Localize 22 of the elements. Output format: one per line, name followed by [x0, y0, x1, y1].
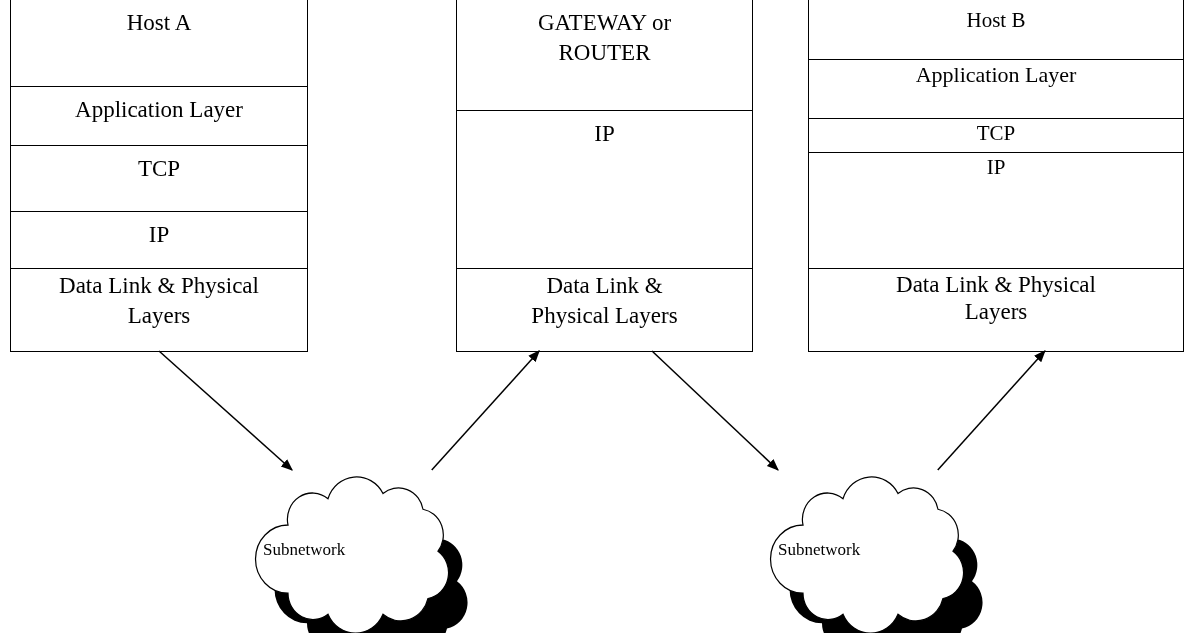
stack-box	[10, 0, 308, 352]
cloud-label: Subnetwork	[263, 540, 346, 560]
layer-label: Data Link & Physical Layers	[895, 271, 1097, 325]
layer-label: TCP	[137, 155, 181, 183]
layer-label: Data Link & Physical Layers	[58, 272, 260, 330]
arrow	[158, 350, 293, 471]
layer-label: Host A	[126, 9, 192, 37]
cloud-label: Subnetwork	[778, 540, 861, 560]
layer-label: Application Layer	[75, 96, 243, 124]
layer-label: IP	[148, 221, 170, 249]
layer-label: Application Layer	[915, 62, 1077, 88]
layer-label: TCP	[976, 121, 1016, 146]
layer-label: IP	[594, 120, 615, 148]
arrow	[937, 350, 1046, 471]
stack-box	[808, 0, 1184, 352]
stack-box	[456, 0, 753, 352]
arrow	[431, 350, 540, 471]
layer-label: GATEWAY or ROUTER	[536, 9, 673, 67]
arrow	[651, 350, 779, 471]
layer-label: Host B	[966, 8, 1026, 33]
layer-label: IP	[986, 155, 1006, 180]
layer-label: Data Link & Physical Layers	[530, 272, 679, 330]
